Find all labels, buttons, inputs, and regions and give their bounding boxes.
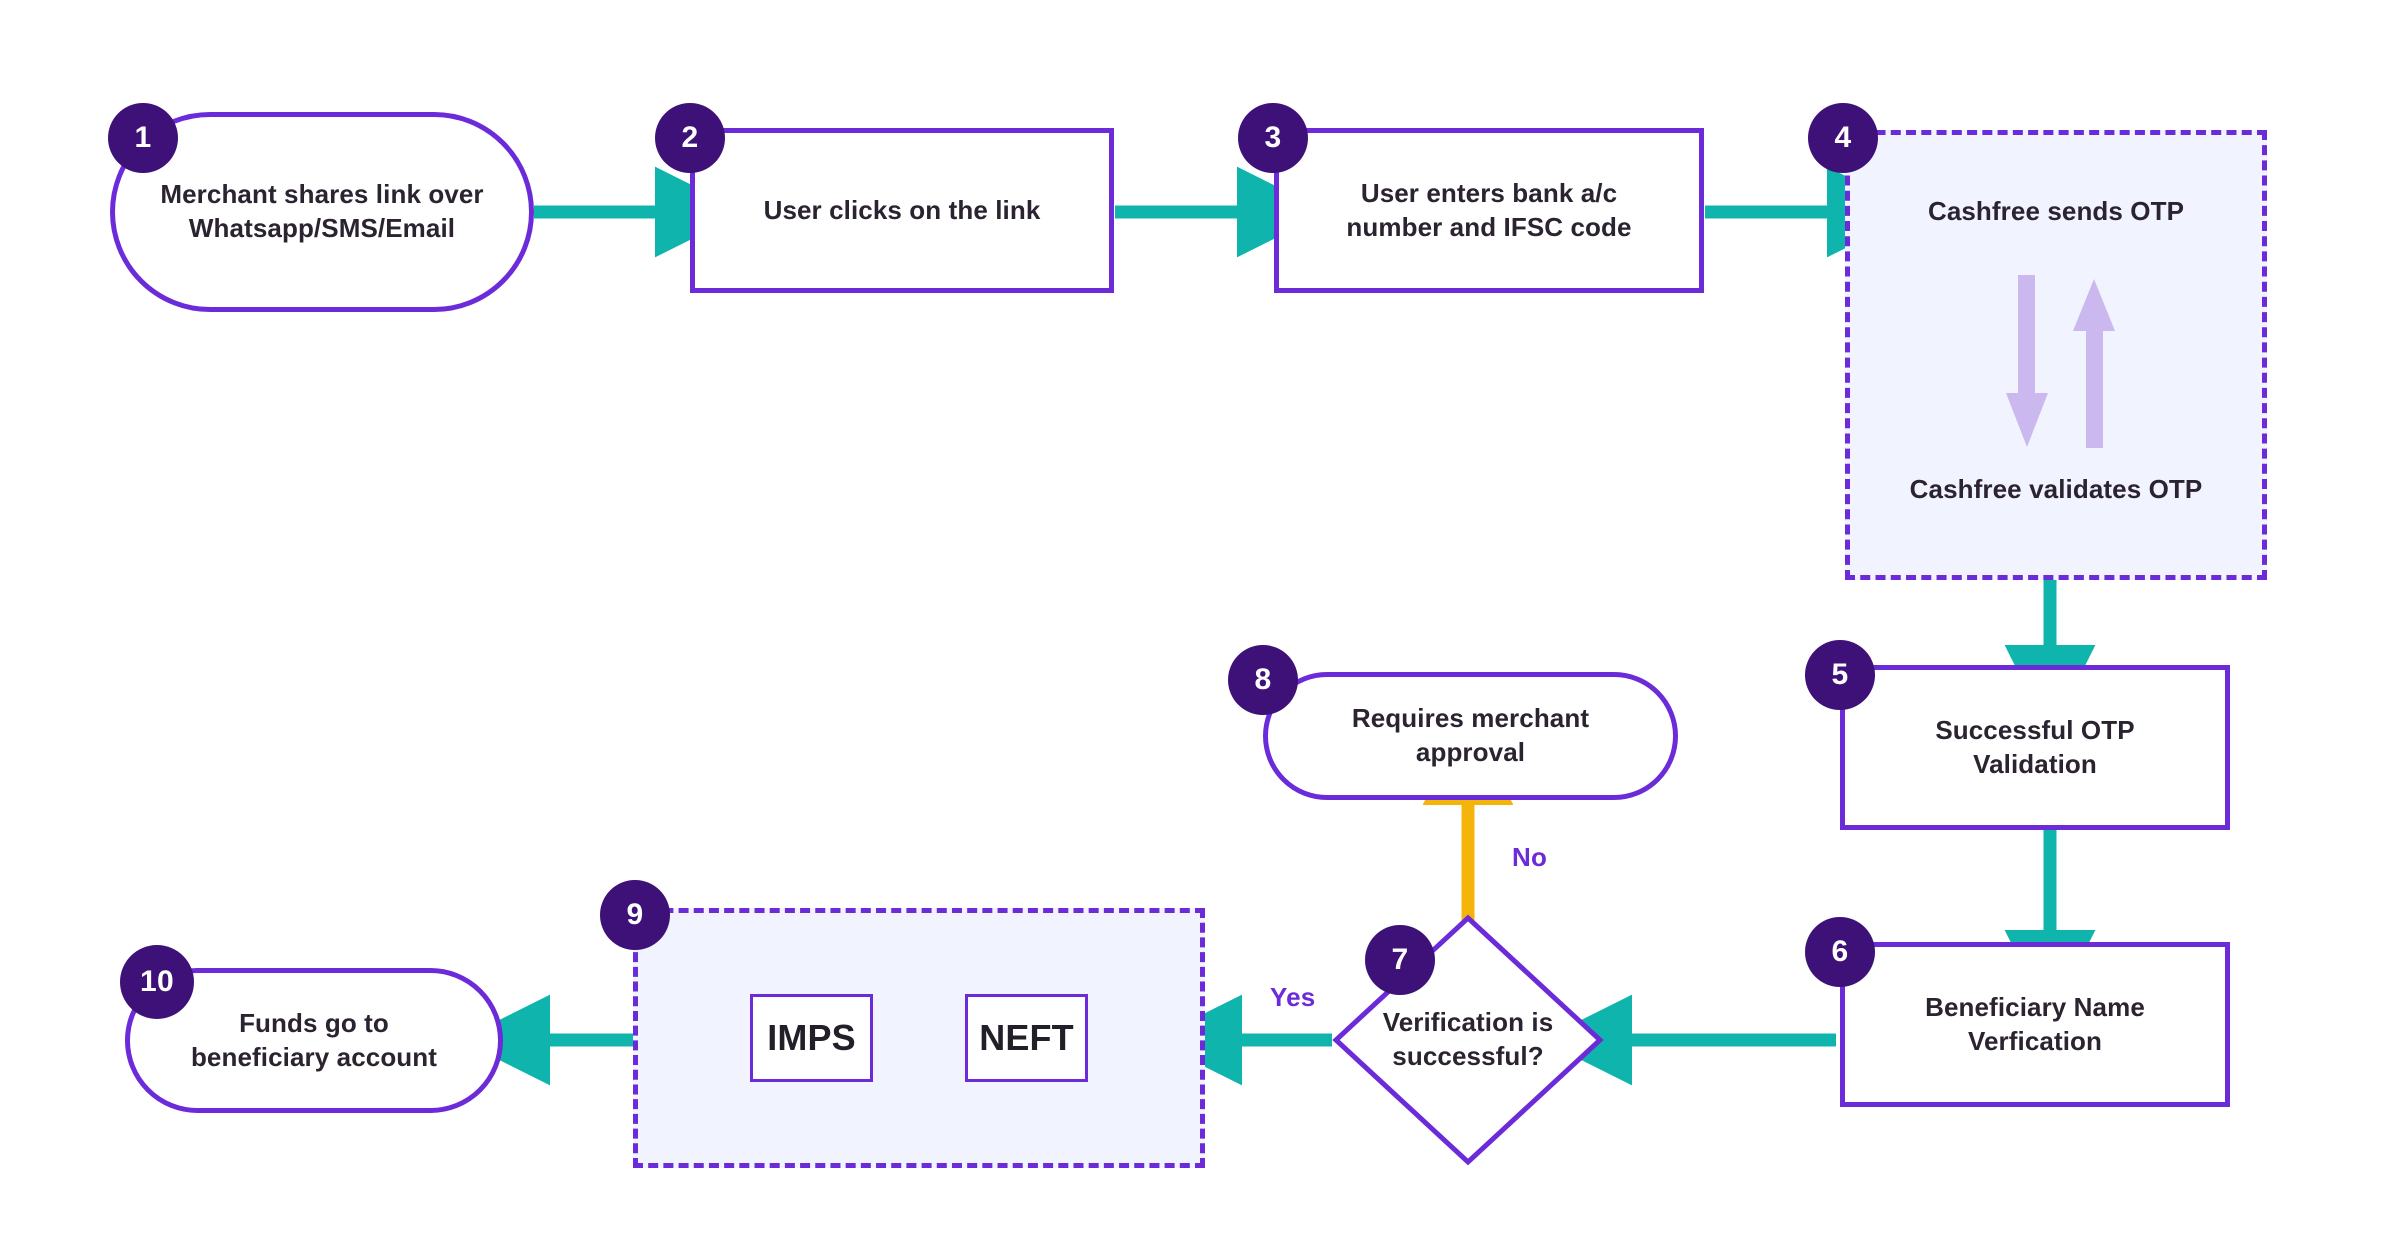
step-badge-3: 3	[1238, 103, 1308, 173]
node-7-verification-decision[interactable]: Verification is successful?	[1348, 995, 1588, 1085]
node-8-label: Requires merchant approval	[1351, 703, 1590, 767]
node-4-otp-exchange-container[interactable]: Cashfree sends OTP Cashfree validates OT…	[1845, 130, 2267, 580]
step-badge-4-number: 4	[1834, 121, 1852, 154]
step-badge-2-number: 2	[681, 121, 699, 154]
node-2-user-clicks-link[interactable]: User clicks on the link	[690, 128, 1114, 293]
step-badge-8-number: 8	[1254, 663, 1272, 696]
otp-send-down-arrow-icon	[2006, 275, 2048, 447]
step-badge-7: 7	[1365, 925, 1435, 995]
step-badge-2: 2	[655, 103, 725, 173]
step-badge-6: 6	[1805, 917, 1875, 987]
node-4-bottom-label: Cashfree validates OTP	[1909, 474, 2203, 504]
otp-validate-up-arrow-icon	[2073, 279, 2115, 448]
step-badge-9: 9	[600, 880, 670, 950]
payout-rail-neft-label: NEFT	[979, 1016, 1074, 1058]
node-1-label: Merchant shares link over Whatsapp/SMS/E…	[160, 179, 484, 243]
step-badge-1: 1	[108, 103, 178, 173]
node-4-top-label: Cashfree sends OTP	[1927, 196, 2185, 226]
edge-label-yes: Yes	[1270, 982, 1316, 1012]
node-5-successful-otp-validation[interactable]: Successful OTP Validation	[1840, 665, 2230, 830]
node-6-label: Beneficiary Name Verfication	[1925, 991, 2145, 1056]
node-10-label: Funds go to beneficiary account	[190, 1007, 438, 1072]
node-7-label: Verification is successful?	[1382, 1007, 1554, 1071]
step-badge-10: 10	[120, 945, 194, 1019]
step-badge-3-number: 3	[1264, 121, 1282, 154]
step-badge-7-number: 7	[1391, 943, 1409, 976]
node-3-user-enters-bank-details[interactable]: User enters bank a/c number and IFSC cod…	[1274, 128, 1704, 293]
node-6-beneficiary-name-verification[interactable]: Beneficiary Name Verfication	[1840, 942, 2230, 1107]
payout-rail-neft-chip[interactable]: NEFT	[965, 994, 1088, 1082]
node-3-label: User enters bank a/c number and IFSC cod…	[1346, 177, 1632, 242]
step-badge-8: 8	[1228, 645, 1298, 715]
payout-rail-imps-chip[interactable]: IMPS	[750, 994, 873, 1082]
node-5-label: Successful OTP Validation	[1935, 714, 2135, 779]
step-badge-10-number: 10	[140, 965, 174, 998]
step-badge-1-number: 1	[134, 121, 152, 154]
otp-bidirectional-arrows	[2006, 275, 2115, 448]
step-badge-6-number: 6	[1831, 935, 1849, 968]
step-badge-9-number: 9	[626, 898, 644, 931]
payout-rail-imps-label: IMPS	[767, 1016, 856, 1058]
node-2-label: User clicks on the link	[763, 194, 1041, 225]
step-badge-5: 5	[1805, 640, 1875, 710]
step-badge-4: 4	[1808, 103, 1878, 173]
step-badge-5-number: 5	[1831, 658, 1849, 691]
edge-label-no: No	[1512, 842, 1548, 872]
node-9-payout-rails-container[interactable]: IMPS NEFT	[633, 908, 1205, 1168]
node-8-requires-merchant-approval[interactable]: Requires merchant approval	[1263, 672, 1678, 800]
